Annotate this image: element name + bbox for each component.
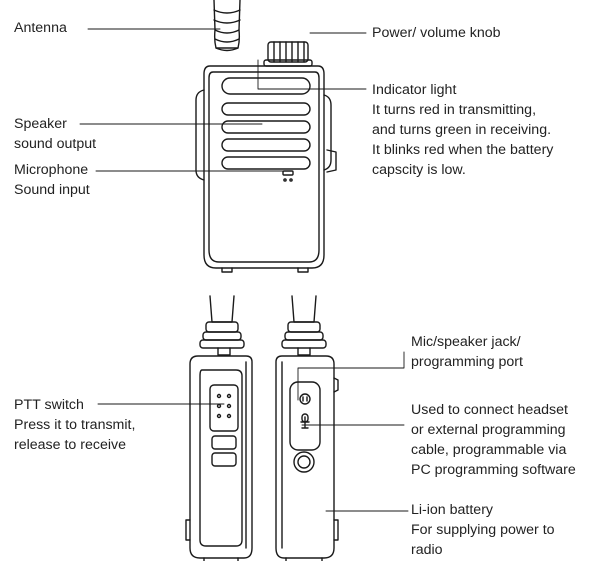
callout-lines (79, 28, 409, 512)
ptt-button (209, 384, 239, 432)
jack-cover (289, 381, 321, 451)
side-body-2 (275, 355, 339, 561)
label-speaker: Speaker sound output (14, 116, 97, 152)
side-antenna (199, 295, 245, 356)
label-ptt-switch: PTT switch Press it to transmit, release… (14, 397, 136, 453)
leader-indicator (257, 59, 367, 90)
radio-side-view-jack (275, 295, 339, 561)
leader-jack (297, 351, 405, 401)
speaker-grille (221, 102, 311, 170)
front-knob (263, 41, 313, 67)
label-headset-programming: Used to connect headset or external prog… (411, 402, 576, 478)
label-microphone: Microphone Sound input (14, 162, 90, 198)
battery-latch (293, 451, 315, 473)
side-key-2 (211, 452, 237, 467)
microphone-holes (282, 170, 294, 182)
label-antenna: Antenna (14, 20, 67, 36)
front-antenna (213, 0, 241, 52)
side-key-1 (211, 435, 237, 450)
label-power-volume-knob: Power/ volume knob (372, 25, 501, 41)
radio-side-view-ptt (185, 295, 253, 561)
front-body (195, 65, 337, 273)
label-li-ion-battery: Li-ion battery For supplying power to ra… (411, 502, 555, 558)
indicator-window (221, 77, 311, 95)
side-body (185, 355, 253, 561)
side-antenna-2 (281, 295, 327, 356)
radio-front-view (195, 0, 337, 273)
label-indicator-light: Indicator light It turns red in transmit… (372, 82, 554, 178)
label-mic-speaker-jack: Mic/speaker jack/ programming port (411, 334, 523, 370)
